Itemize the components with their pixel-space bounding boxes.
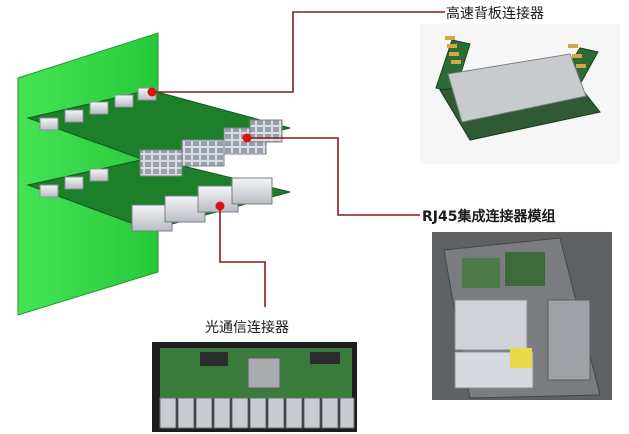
leader-lines [152, 11, 445, 307]
label-high-speed-backplane: 高速背板连接器 [446, 6, 544, 22]
marker-high-speed [147, 87, 157, 97]
marker-optical [215, 201, 225, 211]
label-rj45-module: RJ45集成连接器模组 [422, 209, 556, 225]
leader-high-speed [152, 11, 445, 93]
photo-rj45-connector-module [432, 232, 612, 400]
photo-high-speed-backplane-connector [420, 24, 620, 164]
label-optical: 光通信连接器 [205, 320, 289, 336]
lower-optical-cages [131, 177, 273, 232]
upper-port-modules [139, 119, 283, 177]
marker-rj45 [242, 133, 252, 143]
photo-optical-connector-board [152, 342, 357, 432]
lower-backplane-connectors [39, 168, 109, 198]
leader-optical [219, 206, 266, 307]
leader-rj45 [247, 137, 420, 216]
upper-backplane-connectors [39, 87, 157, 131]
